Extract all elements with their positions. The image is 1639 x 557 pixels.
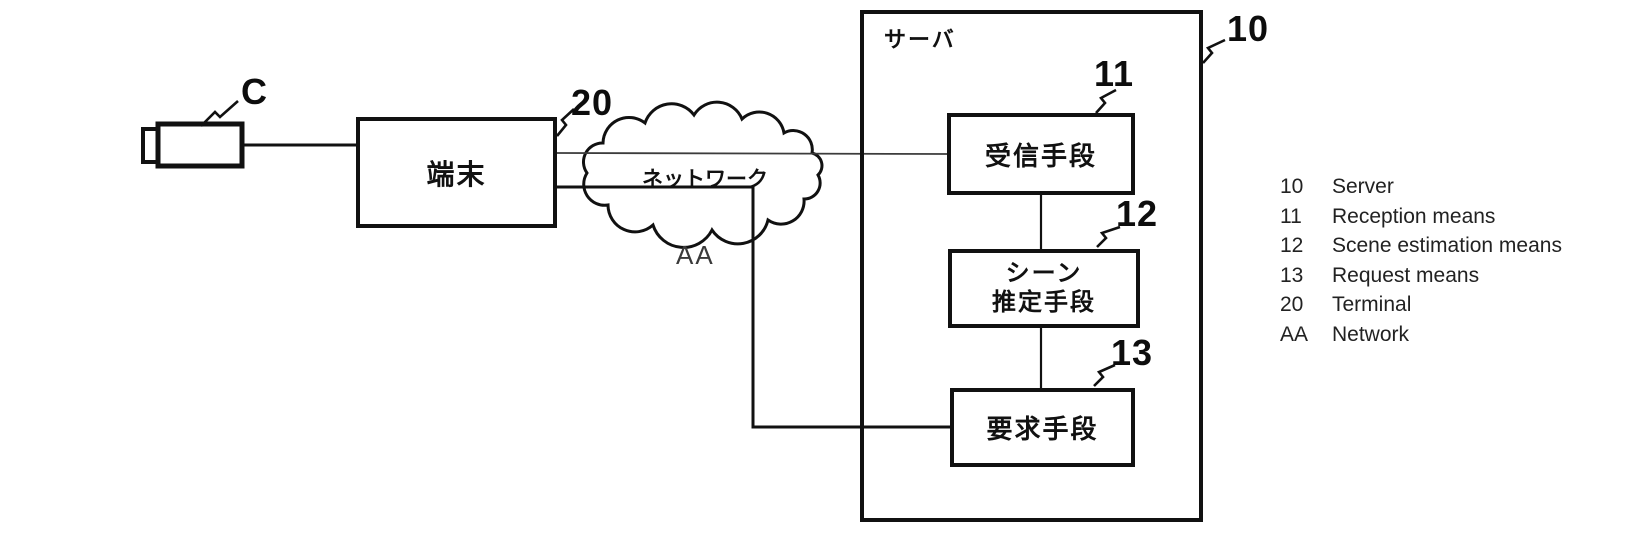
camera-body: [155, 121, 245, 169]
legend-label: Reception means: [1332, 204, 1496, 228]
ref-20: 20: [571, 82, 614, 123]
legend: 10 Server 11 Reception means 12 Scene es…: [1280, 176, 1562, 353]
legend-label: Terminal: [1332, 293, 1412, 316]
legend-ref: 10: [1280, 175, 1304, 198]
reception-means-label: 受信手段: [984, 140, 1097, 171]
legend-label: Scene estimation means: [1332, 234, 1562, 257]
line-terminal-request: [557, 185, 951, 429]
ref-13: 13: [1111, 332, 1154, 373]
terminal-box: 端末: [356, 117, 557, 228]
legend-row: 13 Request means: [1280, 265, 1562, 286]
leader-11: [1095, 88, 1117, 114]
leader-10: [1202, 38, 1226, 64]
ref-c: C: [241, 71, 268, 112]
reception-means-box: 受信手段: [947, 113, 1135, 195]
legend-row: 10 Server: [1280, 176, 1562, 197]
line-terminal-reception: [556, 152, 949, 155]
scene-estimation-label-line1: シーン: [1005, 259, 1083, 287]
legend-row: 12 Scene estimation means: [1280, 235, 1562, 256]
legend-ref: AA: [1280, 322, 1309, 346]
request-means-box: 要求手段: [950, 388, 1135, 467]
leader-20: [555, 108, 575, 137]
camera-icon: [141, 121, 245, 169]
scene-estimation-means-box: シーン 推定手段: [948, 249, 1140, 328]
ref-aa: AA: [676, 240, 715, 270]
network-cloud-icon: [582, 100, 824, 249]
network-label: ネットワーク: [642, 168, 768, 191]
ref-12: 12: [1116, 193, 1159, 234]
legend-ref: 13: [1280, 263, 1304, 287]
legend-row: AA Network: [1280, 324, 1562, 345]
server-label: サーバ: [884, 27, 956, 52]
leader-12: [1096, 225, 1121, 248]
ref-11: 11: [1094, 53, 1135, 94]
terminal-label: 端末: [426, 158, 487, 190]
legend-row: 11 Reception means: [1280, 206, 1562, 227]
leader-c: [200, 100, 239, 127]
server-box: [860, 10, 1203, 522]
legend-row: 20 Terminal: [1280, 294, 1562, 315]
legend-label: Server: [1332, 175, 1394, 198]
legend-label: Network: [1332, 322, 1410, 346]
legend-ref: 12: [1280, 234, 1304, 257]
legend-ref: 11: [1280, 204, 1302, 228]
request-means-label: 要求手段: [986, 414, 1099, 444]
scene-estimation-label-line2: 推定手段: [992, 288, 1096, 316]
ref-10: 10: [1227, 8, 1270, 49]
leader-13: [1093, 363, 1116, 387]
legend-label: Request means: [1332, 263, 1480, 287]
legend-ref: 20: [1280, 293, 1304, 316]
